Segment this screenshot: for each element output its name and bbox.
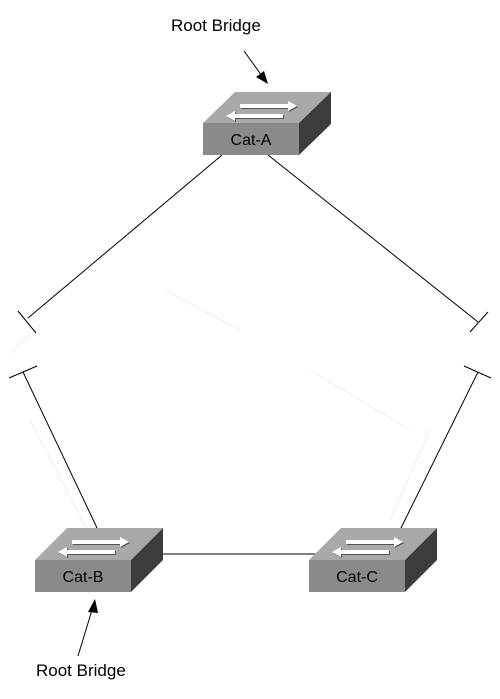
faint-guides — [7, 289, 431, 546]
switch-cat-b: Cat-B — [35, 528, 163, 592]
switch-label: Cat-A — [231, 132, 272, 149]
root-bridge-arrow-bottom — [77, 609, 93, 657]
switch-arrows-icon — [226, 101, 298, 122]
root-bridge-label-bottom: Root Bridge — [36, 661, 126, 680]
root-bridge-label-top: Root Bridge — [171, 16, 261, 35]
switch-cat-a: Cat-A — [203, 92, 331, 155]
root-bridge-arrowhead-bottom — [88, 599, 98, 613]
switch-front-face — [203, 123, 299, 155]
switch-label: Cat-C — [336, 569, 378, 586]
root-bridge-arrow-top — [243, 50, 263, 77]
switch-cat-c: Cat-C — [309, 528, 437, 592]
switch-side-face — [131, 528, 163, 592]
switch-front-face — [309, 560, 405, 592]
switch-arrows-icon — [332, 537, 404, 558]
root-bridge-arrowhead-top — [256, 71, 268, 84]
switch-side-face — [405, 528, 437, 592]
link-cat-a-to-cat-c — [267, 154, 492, 531]
switch-label: Cat-B — [63, 569, 104, 586]
switch-side-face — [299, 92, 331, 155]
link-cat-a-to-cat-b — [8, 154, 223, 531]
switch-arrows-icon — [58, 537, 130, 558]
root-bridge-annotation-top: Root Bridge — [171, 16, 268, 84]
switch-front-face — [35, 560, 131, 592]
root-bridge-annotation-bottom: Root Bridge — [36, 599, 126, 680]
